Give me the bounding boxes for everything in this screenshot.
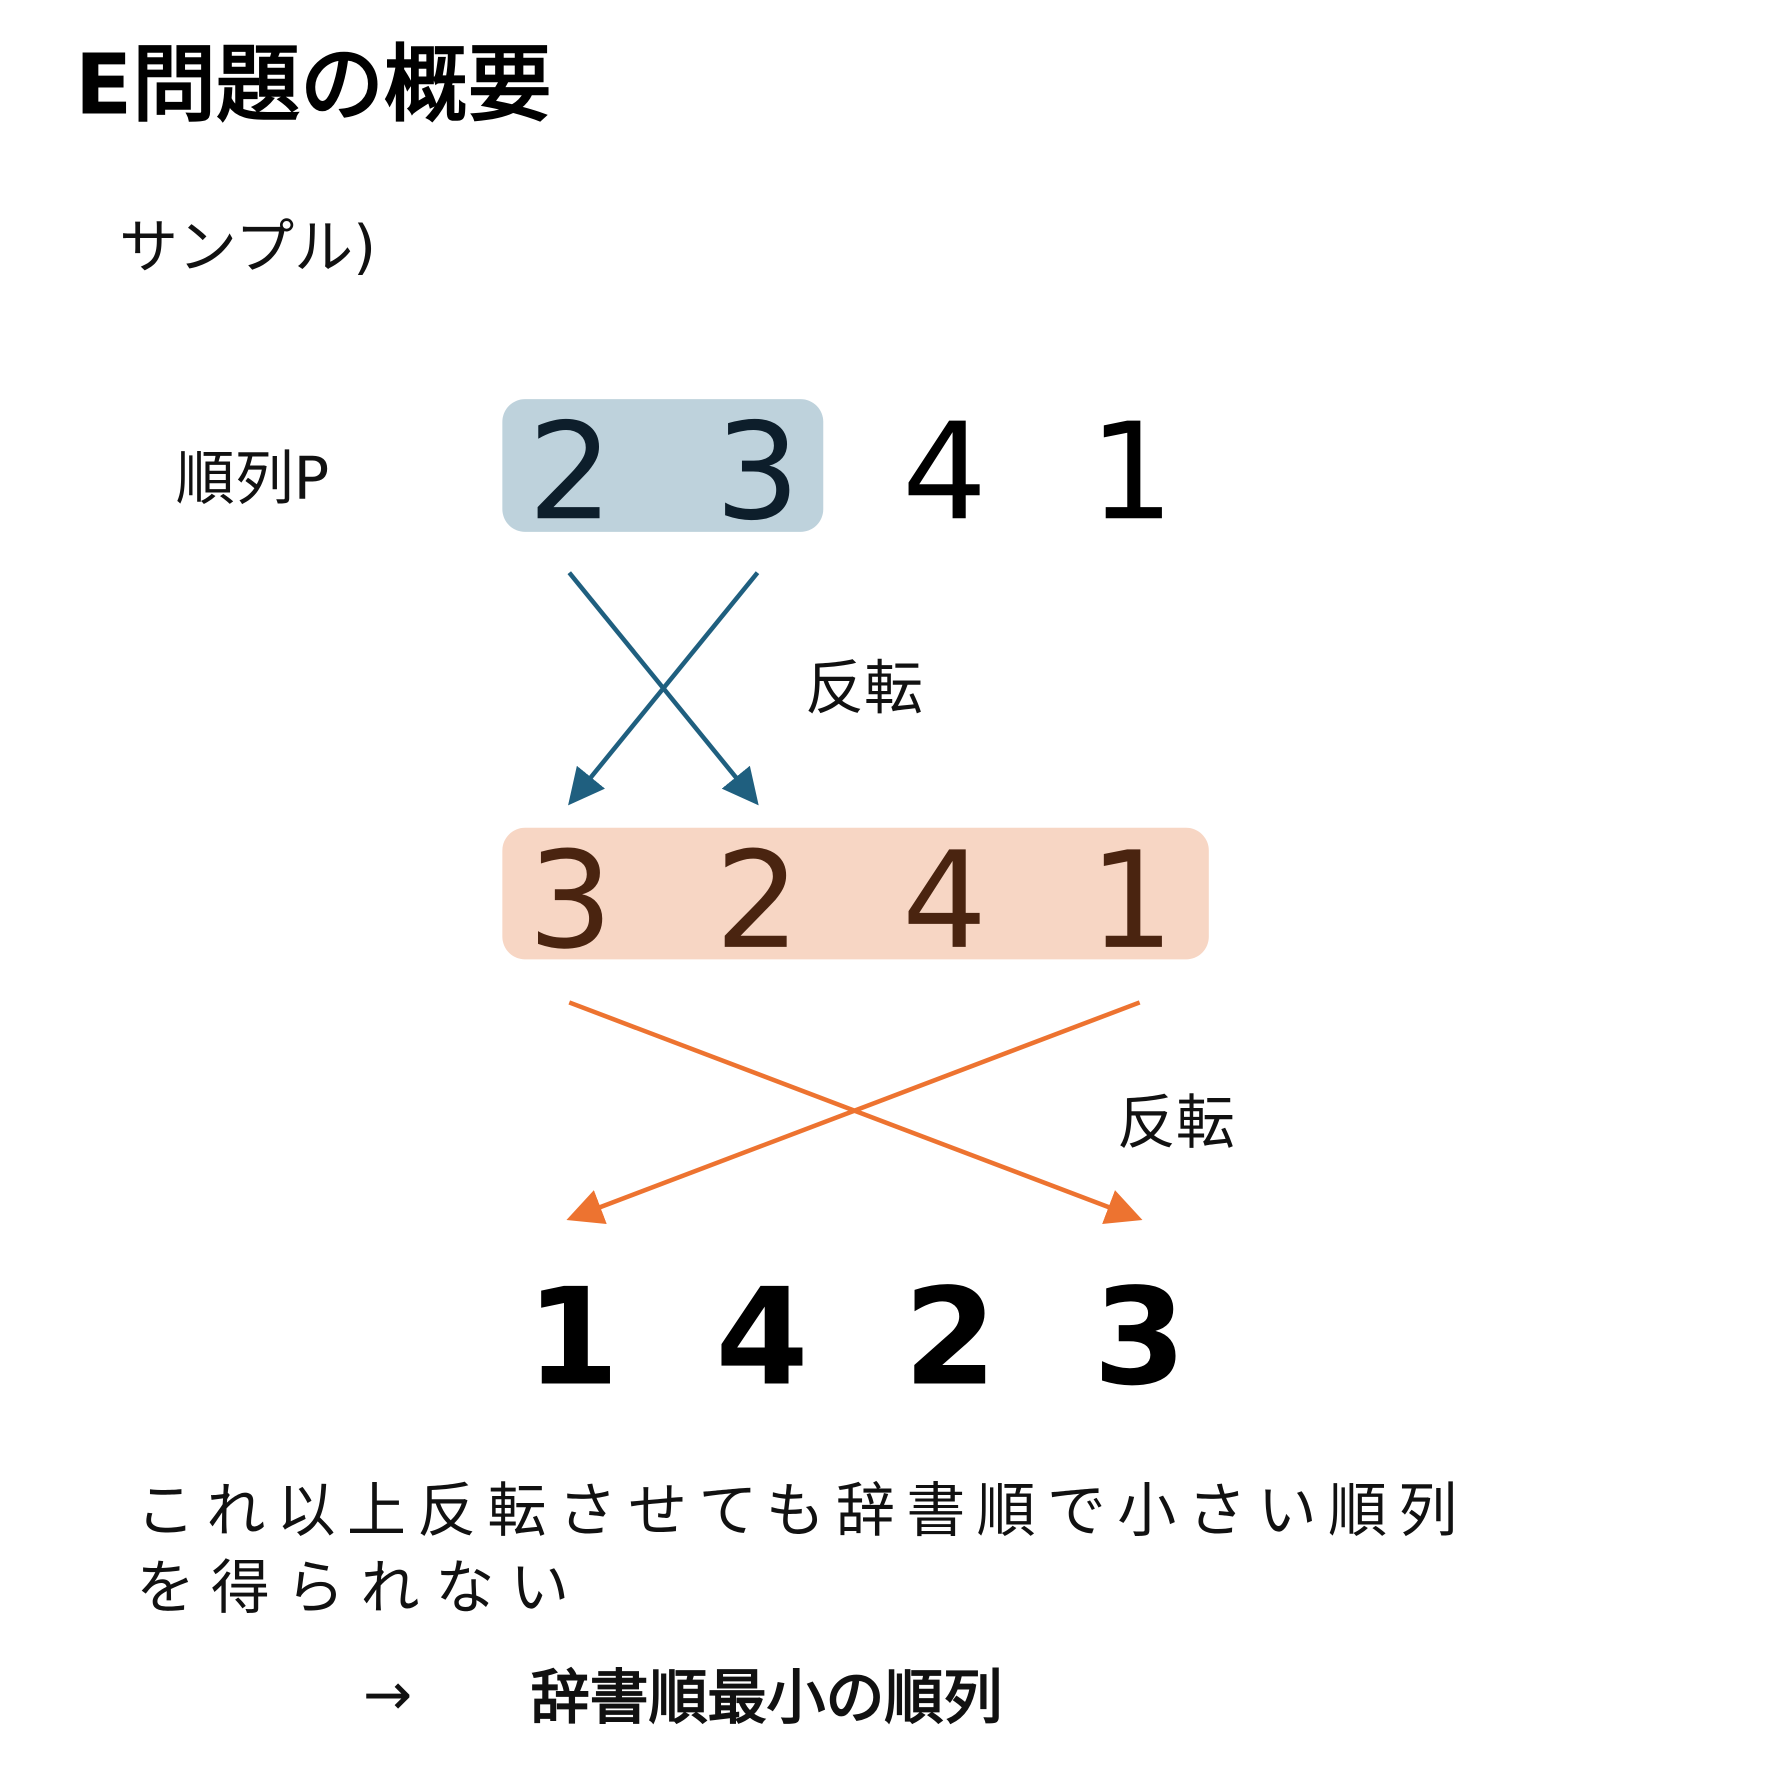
reverse-label: 反転 xyxy=(805,654,923,723)
reverse-arrow xyxy=(566,1000,1141,1225)
explanation-line-1: これ以上反転させても辞書順で小さい順列 xyxy=(136,1476,1469,1545)
reverse-label: 反転 xyxy=(1117,1088,1235,1157)
row2-digit: 3 xyxy=(528,823,613,979)
reverse-arrow xyxy=(567,571,759,806)
result-digit: 4 xyxy=(715,1259,808,1415)
row1-digit: 3 xyxy=(715,394,800,550)
page-title: E問題の概要 xyxy=(75,35,552,133)
result-digit: 2 xyxy=(904,1259,997,1415)
arrow-icon: → xyxy=(363,1660,412,1729)
result-digit: 3 xyxy=(1093,1259,1186,1415)
row2-digit: 2 xyxy=(715,823,800,979)
result-digit: 1 xyxy=(526,1259,619,1415)
reversed-segment-highlight-2 xyxy=(502,827,1209,960)
explanation-line-2: を得られない xyxy=(136,1553,585,1622)
sample-label: サンプル) xyxy=(119,213,376,282)
row2-digit: 4 xyxy=(902,823,987,979)
reverse-arrow xyxy=(568,571,760,806)
permutation-label: 順列P xyxy=(176,444,329,513)
row1-digit: 1 xyxy=(1089,394,1174,550)
row1-digit: 2 xyxy=(528,394,613,550)
row1-digit: 4 xyxy=(902,394,987,550)
row2-digit: 1 xyxy=(1089,823,1174,979)
reversed-segment-highlight-1 xyxy=(502,399,824,532)
conclusion: 辞書順最小の順列 xyxy=(531,1663,1003,1732)
